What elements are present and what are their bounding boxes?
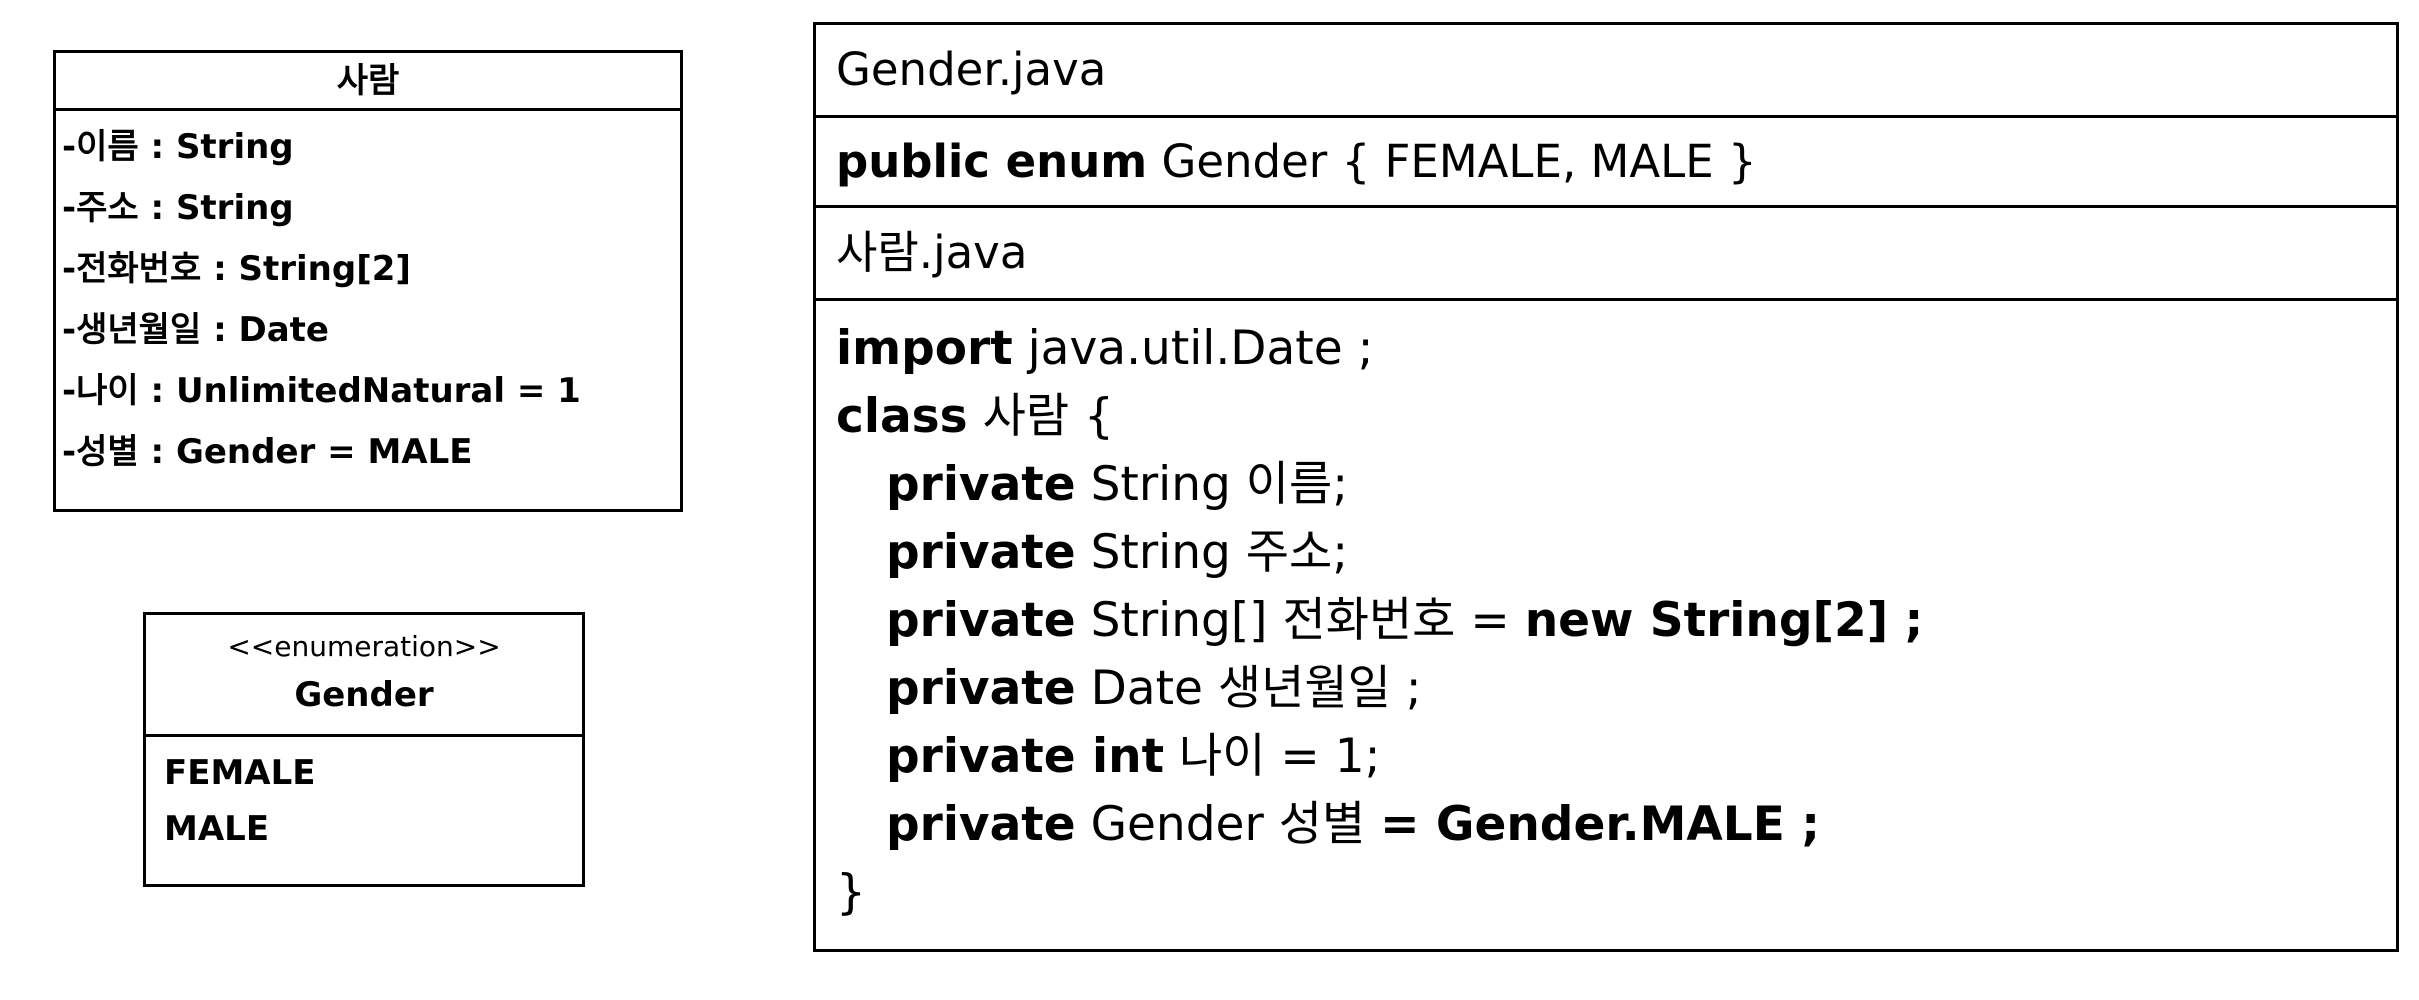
code-text: 나이 = 1; — [1164, 729, 1381, 784]
enum-literal-female: FEMALE — [164, 753, 316, 793]
person-class-box: 사람 -이름 : String -주소 : String -전화번호 : Str… — [53, 50, 683, 512]
code-line-field-phone: private String[] 전화번호 = new String[2] ; — [836, 587, 2396, 655]
code-keyword: private — [886, 593, 1076, 648]
gender-enum-header: <<enumeration>> Gender — [146, 615, 582, 737]
code-line-import: import java.util.Date ; — [836, 315, 2396, 383]
person-class-attributes: -이름 : String -주소 : String -전화번호 : String… — [56, 111, 680, 483]
person-file-name: 사람.java — [816, 208, 2396, 301]
gender-file-code: public enum Gender { FEMALE, MALE } — [816, 118, 2396, 208]
code-line-close-brace: } — [836, 865, 866, 920]
code-keyword: private — [886, 525, 1076, 580]
code-bold-text: new String[2] ; — [1524, 593, 1924, 648]
person-file-code: import java.util.Date ; class 사람 { priva… — [816, 301, 2396, 927]
code-keyword: class — [836, 389, 968, 444]
code-keyword: private — [886, 457, 1076, 512]
code-keyword: public enum — [836, 135, 1148, 188]
attribute-address: -주소 : String — [62, 188, 294, 228]
attribute-name: -이름 : String — [62, 127, 294, 167]
code-text: Date 생년월일 ; — [1075, 661, 1422, 716]
person-class-name: 사람 — [56, 53, 680, 111]
enum-literal-male: MALE — [164, 809, 270, 849]
attribute-birthdate: -생년월일 : Date — [62, 310, 329, 350]
code-line-field-age: private int 나이 = 1; — [836, 723, 2396, 791]
code-text: String[] 전화번호 = — [1075, 593, 1525, 648]
attribute-phone: -전화번호 : String[2] — [62, 249, 411, 289]
code-keyword: private — [886, 661, 1076, 716]
enum-literals: FEMALE MALE — [146, 737, 582, 857]
code-line-field-birthdate: private Date 생년월일 ; — [836, 655, 2396, 723]
code-text: Gender 성별 — [1075, 797, 1381, 852]
code-keyword: private — [886, 797, 1076, 852]
code-keyword: import — [836, 321, 1013, 376]
code-text: Gender { FEMALE, MALE } — [1147, 135, 1757, 188]
code-table: Gender.java public enum Gender { FEMALE,… — [813, 22, 2399, 952]
code-line-class: class 사람 { — [836, 383, 2396, 451]
code-line-field-name: private String 이름; — [836, 451, 2396, 519]
enum-stereotype: <<enumeration>> — [227, 630, 501, 663]
code-line-field-gender: private Gender 성별 = Gender.MALE ; — [836, 791, 2396, 859]
code-text: String 이름; — [1075, 457, 1349, 512]
code-bold-text: = Gender.MALE ; — [1380, 797, 1821, 852]
attribute-age: -나이 : UnlimitedNatural = 1 — [62, 371, 581, 411]
code-text: 사람 { — [967, 389, 1114, 444]
code-text: java.util.Date ; — [1012, 321, 1374, 376]
gender-file-name: Gender.java — [816, 25, 2396, 118]
gender-enum-box: <<enumeration>> Gender FEMALE MALE — [143, 612, 585, 887]
code-text: String 주소; — [1075, 525, 1349, 580]
enum-name: Gender — [294, 675, 434, 715]
code-keyword: private int — [886, 729, 1165, 784]
code-line-field-address: private String 주소; — [836, 519, 2396, 587]
attribute-gender: -성별 : Gender = MALE — [62, 432, 473, 472]
